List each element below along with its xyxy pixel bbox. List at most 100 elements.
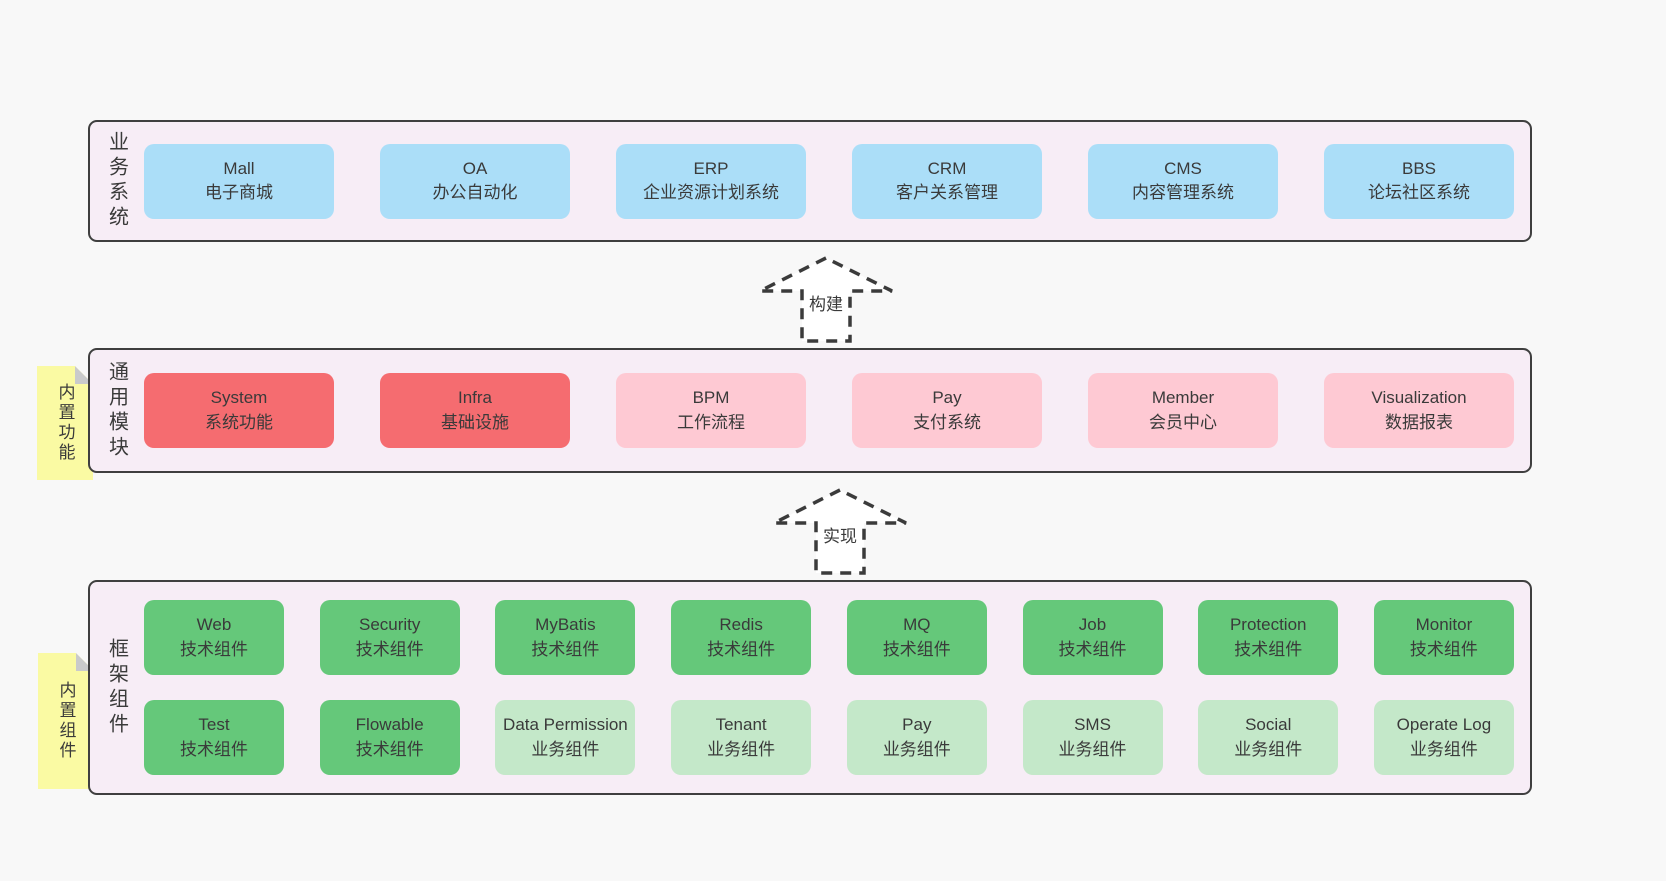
layer-label: 通用模块 <box>105 360 128 461</box>
component-box: BBS 论坛社区系统 <box>1324 143 1514 219</box>
component-name-en: CMS <box>1164 158 1202 178</box>
component-name-zh: 技术组件 <box>1058 639 1127 659</box>
component-name-en: SMS <box>1074 715 1111 735</box>
component-box: Operate Log 业务组件 <box>1373 700 1514 775</box>
component-name-en: Data Permission <box>503 715 628 735</box>
layer-business-systems: 业务系统 Mall 电子商城 OA 办公自动化 ERP 企业资源计划系统 CRM 客户关系管理… <box>88 120 1532 242</box>
layer-label: 框架组件 <box>105 637 128 738</box>
component-box: Data Permission 业务组件 <box>495 700 636 775</box>
component-box: Protection 技术组件 <box>1198 600 1339 675</box>
component-name-zh: 技术组件 <box>1234 639 1303 659</box>
component-name-en: Redis <box>719 615 763 635</box>
arrow-label: 构建 <box>809 295 843 314</box>
component-box: Job 技术组件 <box>1022 600 1163 675</box>
component-name-en: Social <box>1245 715 1292 735</box>
component-box: Tenant 业务组件 <box>671 700 812 775</box>
component-row: System 系统功能 Infra 基础设施 BPM 工作流程 Pay 支付系统 Member 会… <box>144 373 1514 448</box>
arrow-label: 实现 <box>823 527 857 546</box>
component-name-zh: 系统功能 <box>205 412 273 432</box>
component-box: Redis 技术组件 <box>671 600 812 675</box>
component-name-zh: 内容管理系统 <box>1132 183 1234 202</box>
component-name-zh: 业务组件 <box>1058 739 1127 759</box>
component-name-zh: 业务组件 <box>1234 739 1303 759</box>
component-box: ERP 企业资源计划系统 <box>616 143 806 219</box>
component-box: Mall 电子商城 <box>144 143 334 219</box>
component-box: Web 技术组件 <box>144 600 284 675</box>
component-name-zh: 办公自动化 <box>432 183 518 202</box>
component-name-zh: 技术组件 <box>180 639 248 659</box>
component-box: Social 业务组件 <box>1198 700 1339 775</box>
component-box: SMS 业务组件 <box>1022 700 1163 775</box>
component-name-zh: 数据报表 <box>1385 412 1453 432</box>
component-box: CRM 客户关系管理 <box>852 143 1042 219</box>
sticky-note-label: 内置功能 <box>55 383 75 463</box>
component-box: MQ 技术组件 <box>846 600 987 675</box>
component-name-zh: 技术组件 <box>355 739 424 759</box>
layer-box-area: System 系统功能 Infra 基础设施 BPM 工作流程 Pay 支付系统 Member 会… <box>144 350 1530 471</box>
component-name-en: OA <box>462 158 488 178</box>
component-box: Pay 支付系统 <box>852 373 1042 448</box>
component-name-zh: 业务组件 <box>531 739 600 759</box>
component-name-zh: 技术组件 <box>882 639 951 659</box>
component-name-en: BPM <box>692 388 730 408</box>
sticky-note-label: 内置组件 <box>56 681 76 761</box>
component-box: CMS 内容管理系统 <box>1088 143 1278 219</box>
dashed-up-arrow-implement: 实现 <box>770 487 910 582</box>
component-name-en: Pay <box>932 388 962 408</box>
layer-box-area: Mall 电子商城 OA 办公自动化 ERP 企业资源计划系统 CRM 客户关系管理 CMS 内容… <box>144 122 1530 240</box>
sticky-note-built-in-components: 内置组件 <box>38 653 94 789</box>
component-name-zh: 基础设施 <box>441 412 509 432</box>
component-name-en: Pay <box>902 715 932 735</box>
component-name-zh: 支付系统 <box>913 412 981 432</box>
component-name-en: Protection <box>1229 615 1307 635</box>
dashed-up-arrow-build: 构建 <box>756 255 896 350</box>
component-name-en: CRM <box>927 158 967 178</box>
component-box: Infra 基础设施 <box>380 373 570 448</box>
component-name-zh: 工作流程 <box>677 412 745 432</box>
component-name-en: Test <box>198 715 230 735</box>
component-name-en: MQ <box>903 615 931 635</box>
component-box: Test 技术组件 <box>144 700 284 775</box>
component-name-en: Member <box>1151 388 1215 408</box>
sticky-note-built-in-features: 内置功能 <box>37 366 93 480</box>
component-box: System 系统功能 <box>144 373 334 448</box>
component-name-zh: 业务组件 <box>707 739 776 759</box>
component-name-en: Web <box>196 615 232 635</box>
component-name-en: Operate Log <box>1396 715 1492 735</box>
layer-label: 业务系统 <box>105 131 128 231</box>
component-name-zh: 技术组件 <box>180 739 248 759</box>
component-name-en: Visualization <box>1371 388 1467 408</box>
component-name-zh: 会员中心 <box>1149 412 1217 432</box>
component-box: BPM 工作流程 <box>616 373 806 448</box>
component-row: Mall 电子商城 OA 办公自动化 ERP 企业资源计划系统 CRM 客户关系管理 CMS 内容… <box>144 143 1514 219</box>
component-name-zh: 企业资源计划系统 <box>643 183 779 202</box>
component-name-en: System <box>210 388 268 408</box>
component-name-en: Job <box>1078 615 1107 635</box>
component-name-en: Infra <box>457 388 493 408</box>
component-name-en: BBS <box>1401 158 1437 178</box>
component-name-en: Mall <box>223 158 255 178</box>
component-name-zh: 技术组件 <box>531 639 600 659</box>
component-name-zh: 论坛社区系统 <box>1368 183 1470 202</box>
component-name-en: Monitor <box>1415 615 1473 635</box>
component-name-zh: 技术组件 <box>355 639 424 659</box>
component-name-en: ERP <box>693 158 729 178</box>
component-box: Pay 业务组件 <box>846 700 987 775</box>
component-name-zh: 客户关系管理 <box>896 183 998 202</box>
component-name-zh: 业务组件 <box>1409 739 1478 759</box>
component-name-zh: 业务组件 <box>882 739 951 759</box>
component-name-zh: 技术组件 <box>707 639 776 659</box>
component-box: MyBatis 技术组件 <box>495 600 636 675</box>
component-name-en: Tenant <box>715 715 767 735</box>
component-box: OA 办公自动化 <box>380 143 570 219</box>
component-name-en: MyBatis <box>535 615 596 635</box>
component-name-zh: 电子商城 <box>205 183 273 202</box>
